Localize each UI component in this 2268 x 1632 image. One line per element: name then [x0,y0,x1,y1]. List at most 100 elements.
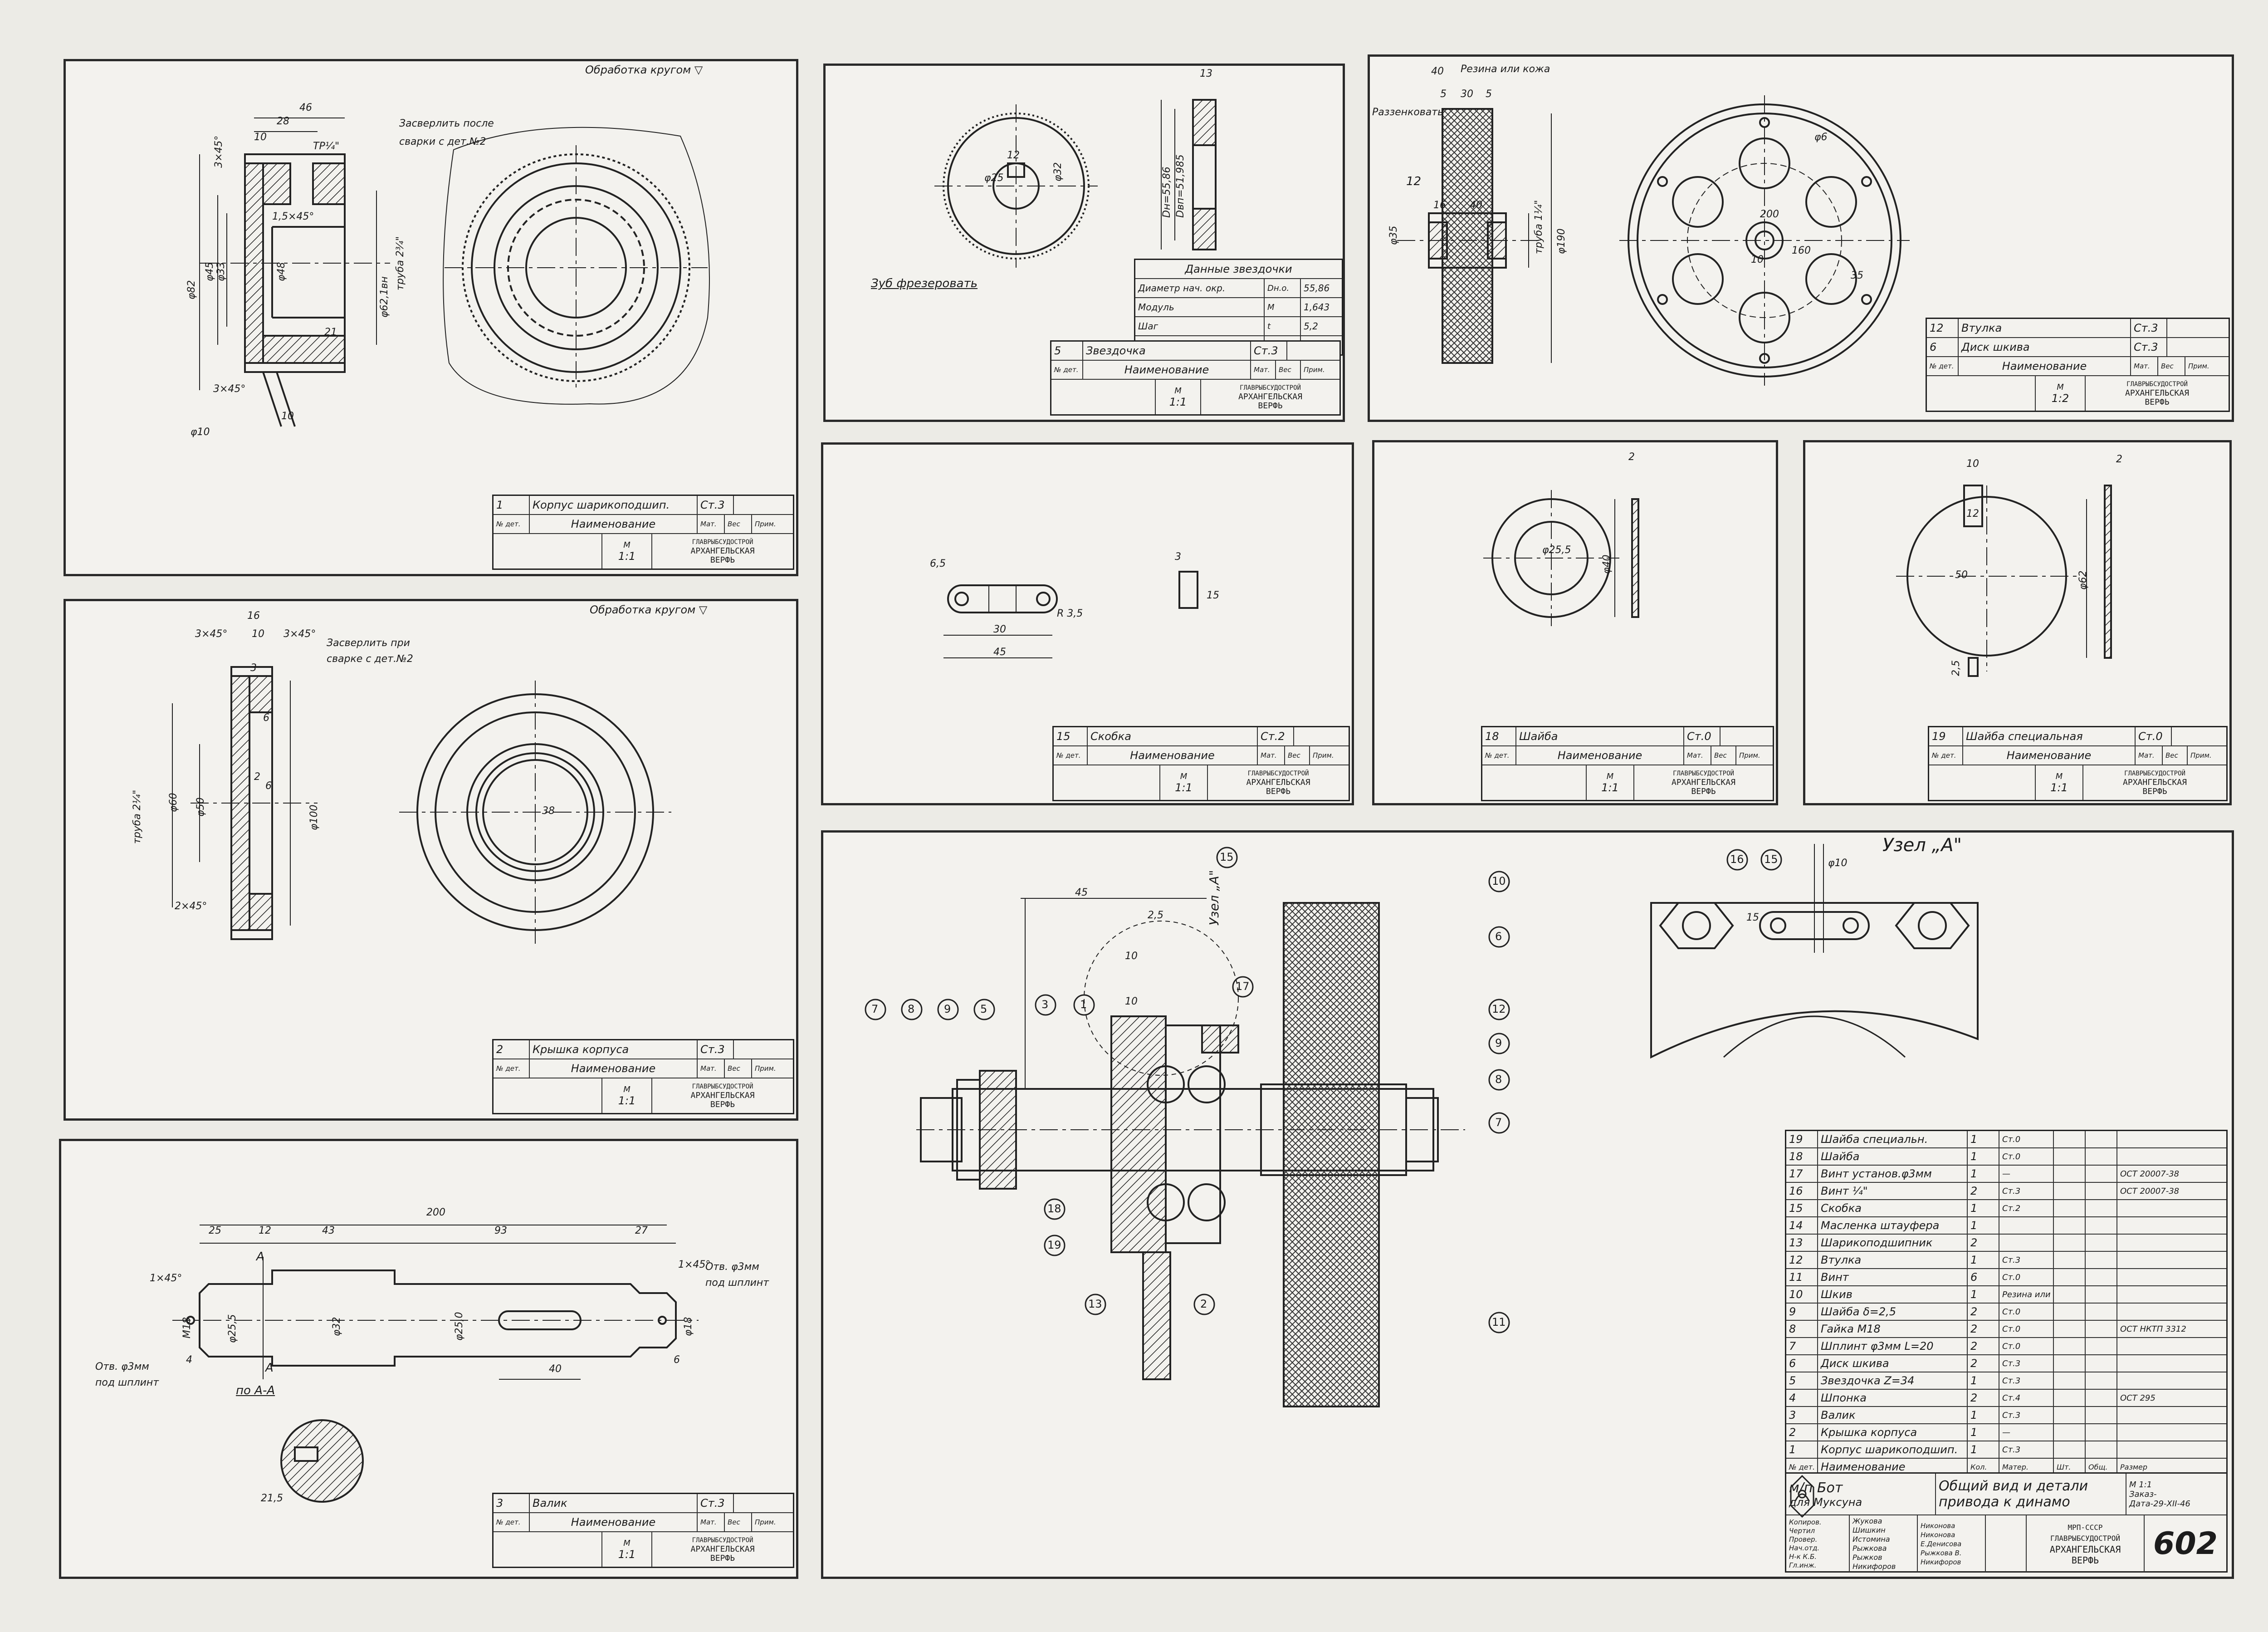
spec-cell [2054,1355,2086,1372]
dim-12: 12 [259,1225,271,1236]
spec-cell: Ст.3 [1999,1252,2054,1268]
spec-cell [2086,1441,2117,1458]
dim-45-asm: 45 [1075,887,1088,898]
spec-cell [2086,1269,2117,1285]
dim-d82: φ82 [186,280,197,299]
spec-cell: 2 [1968,1355,1999,1372]
spec-cell: 2 [1786,1424,1818,1441]
dim-2: 2 [254,771,260,783]
section-dim: 21,5 [261,1493,283,1504]
spec-cell: 6 [1786,1355,1818,1372]
balloon-8: 8 [908,1003,915,1015]
spec-cell: Резина или кожа [1999,1286,2054,1303]
spec-header-cell: Размер [2120,1462,2148,1471]
sheet-number: 602 [2153,1526,2218,1562]
spec-cell [2117,1235,2226,1251]
dim-d190: φ190 [1556,228,1567,254]
dim-5a: 5 [1440,88,1447,100]
balloon-1: 1 [1080,998,1087,1011]
spec-cell [2117,1372,2226,1389]
spec-cell: 2 [1968,1338,1999,1354]
washer-drawing [1483,490,1639,626]
spec-cell [2086,1235,2117,1251]
spec-cell: 6 [1968,1269,1999,1285]
spec-cell [2054,1407,2086,1423]
spec-cell [2117,1338,2226,1354]
dim-40-disk: 40 [1431,66,1444,77]
spec-cell: Ст.3 [1999,1372,2054,1389]
spec-cell: 13 [1786,1235,1818,1251]
dim-6s: 6 [674,1354,680,1366]
teeth-note: Зуб фрезеровать [871,277,978,290]
balloon-7: 7 [871,1003,879,1015]
balloon-13: 13 [1088,1298,1102,1310]
dim-12-sprocket: 12 [1007,150,1020,161]
spec-header-cell: Наименование [1818,1459,1968,1475]
dim-d32-sprocket: φ32 [1052,162,1064,181]
spec-cell: 2 [1968,1304,1999,1320]
dim-25: 25 [209,1225,221,1236]
dim-chamfer-3: 3×45° [213,383,246,395]
dim-d18: φ18 [683,1317,694,1336]
dim-10: 10 [254,132,267,143]
spec-cell: 1 [1968,1148,1999,1165]
spec-cell: 5 [1786,1372,1818,1389]
spec-cell: 10 [1786,1286,1818,1303]
spec-cell [2054,1131,2086,1147]
spec-cell [2086,1217,2117,1234]
spec-cell [2054,1200,2086,1216]
balloon-11: 11 [1492,1316,1506,1328]
spec-cell [2086,1424,2117,1441]
pulley-disk-face [1619,95,1910,386]
pipe-note-cover: труба 2¼" [132,789,143,844]
spec-cell [2086,1131,2117,1147]
dim-4: 4 [186,1354,192,1366]
spec-header-cell: № дет. [1786,1459,1818,1475]
dim-10b-asm: 10 [1125,996,1138,1007]
assembly-drawing [916,898,1465,1407]
spec-cell: Ст.3 [1999,1355,2054,1372]
spec-cell [2054,1321,2086,1337]
spec-cell: 9 [1786,1304,1818,1320]
sprocket-views [934,99,1217,268]
dim-15-clip: 15 [1207,590,1219,601]
special-washer-drawing [1896,485,2112,677]
dim-40b-disk: 40 [1470,200,1482,211]
spec-cell: 2 [1968,1183,1999,1199]
hole-note-left: Отв. φ3мм [95,1361,149,1372]
balloon-19: 19 [1047,1239,1061,1251]
spec-cell: 7 [1786,1338,1818,1354]
spec-cell [2086,1304,2117,1320]
spec-cell: 16 [1786,1183,1818,1199]
drill-note-cover-2: сварке с дет.№2 [327,653,413,665]
spec-cell: Шплинт φ3мм L=20 [1818,1338,1968,1354]
spec-cell [2086,1338,2117,1354]
dim-35-disk: 35 [1851,270,1863,281]
spec-cell: Ст.4 [1999,1390,2054,1406]
machining-note: Обработка кругом ▽ [585,64,703,76]
spec-cell [2086,1286,2117,1303]
spec-cell: Ст.0 [1999,1148,2054,1165]
spec-cell: Ст.0 [1999,1131,2054,1147]
spec-cell: Ст.3 [1999,1407,2054,1423]
drill-note-2: сварки с дет.№2 [399,136,486,147]
dim-d45: φ45 [204,262,215,281]
spec-cell: Масленка штауфера [1818,1217,1968,1234]
dim-chamfer-s2: 1×45° [678,1259,711,1270]
dim-30-disk: 30 [1461,88,1473,100]
dim-43: 43 [322,1225,335,1236]
dim-27: 27 [635,1225,648,1236]
dim-93: 93 [494,1225,507,1236]
spec-cell [2054,1338,2086,1354]
